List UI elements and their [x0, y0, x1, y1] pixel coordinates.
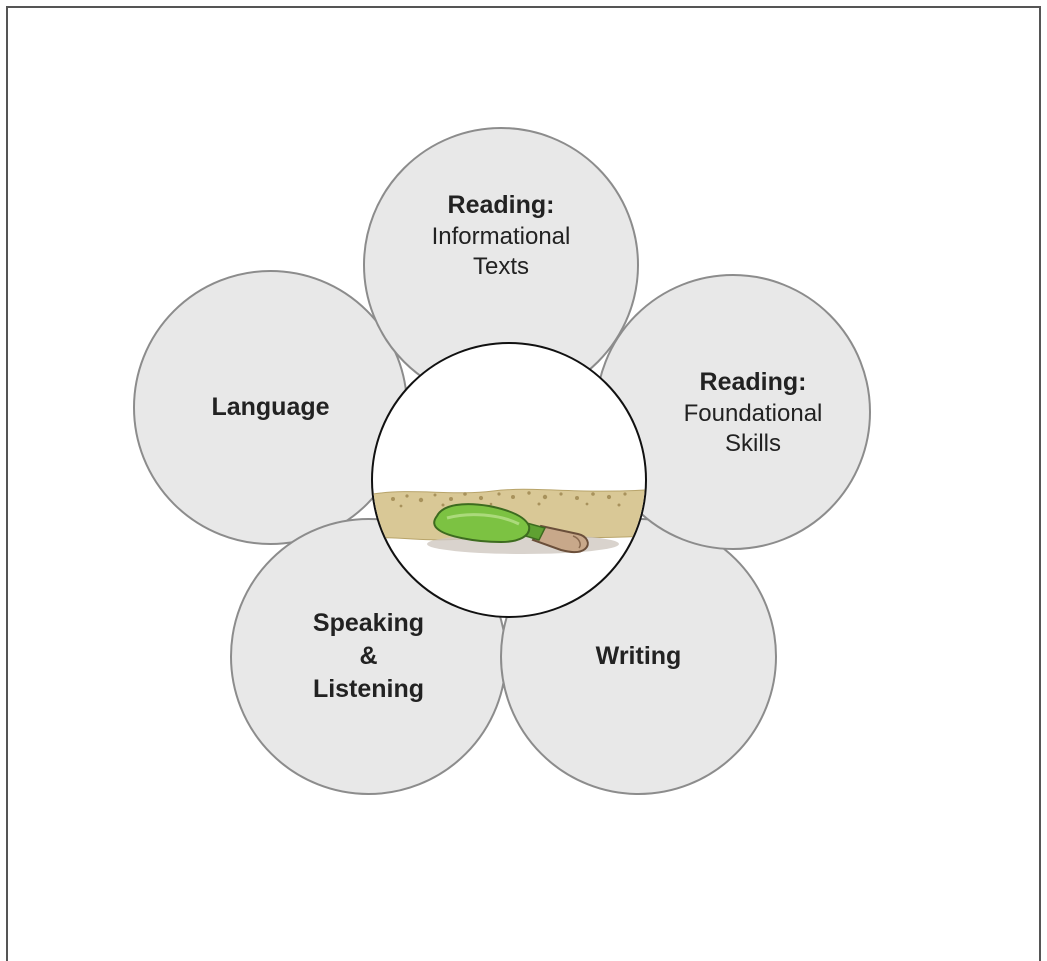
petal-reading-informational-line1: Informational [431, 222, 571, 250]
diagram-frame: Language Speaking & Listening Writing Re… [6, 6, 1041, 961]
petal-reading-foundational-line1: Foundational [683, 399, 823, 427]
petal-reading-informational-line2: Texts [472, 252, 529, 280]
garden-trowel-in-soil-icon [373, 488, 645, 554]
petal-language: Language [133, 270, 408, 545]
petal-writing-title: Writing [595, 642, 682, 670]
petal-reading-foundational-line2: Skills [724, 429, 781, 457]
petal-reading-foundational-title: Reading: [699, 367, 807, 396]
petal-language-title: Language [211, 393, 330, 421]
petal-speaking-line2: & [359, 642, 378, 670]
center-circle [371, 342, 647, 618]
petal-reading-informational-title: Reading: [447, 190, 555, 219]
petal-speaking-line3: Listening [312, 675, 425, 703]
petal-speaking-line1: Speaking [312, 609, 425, 637]
